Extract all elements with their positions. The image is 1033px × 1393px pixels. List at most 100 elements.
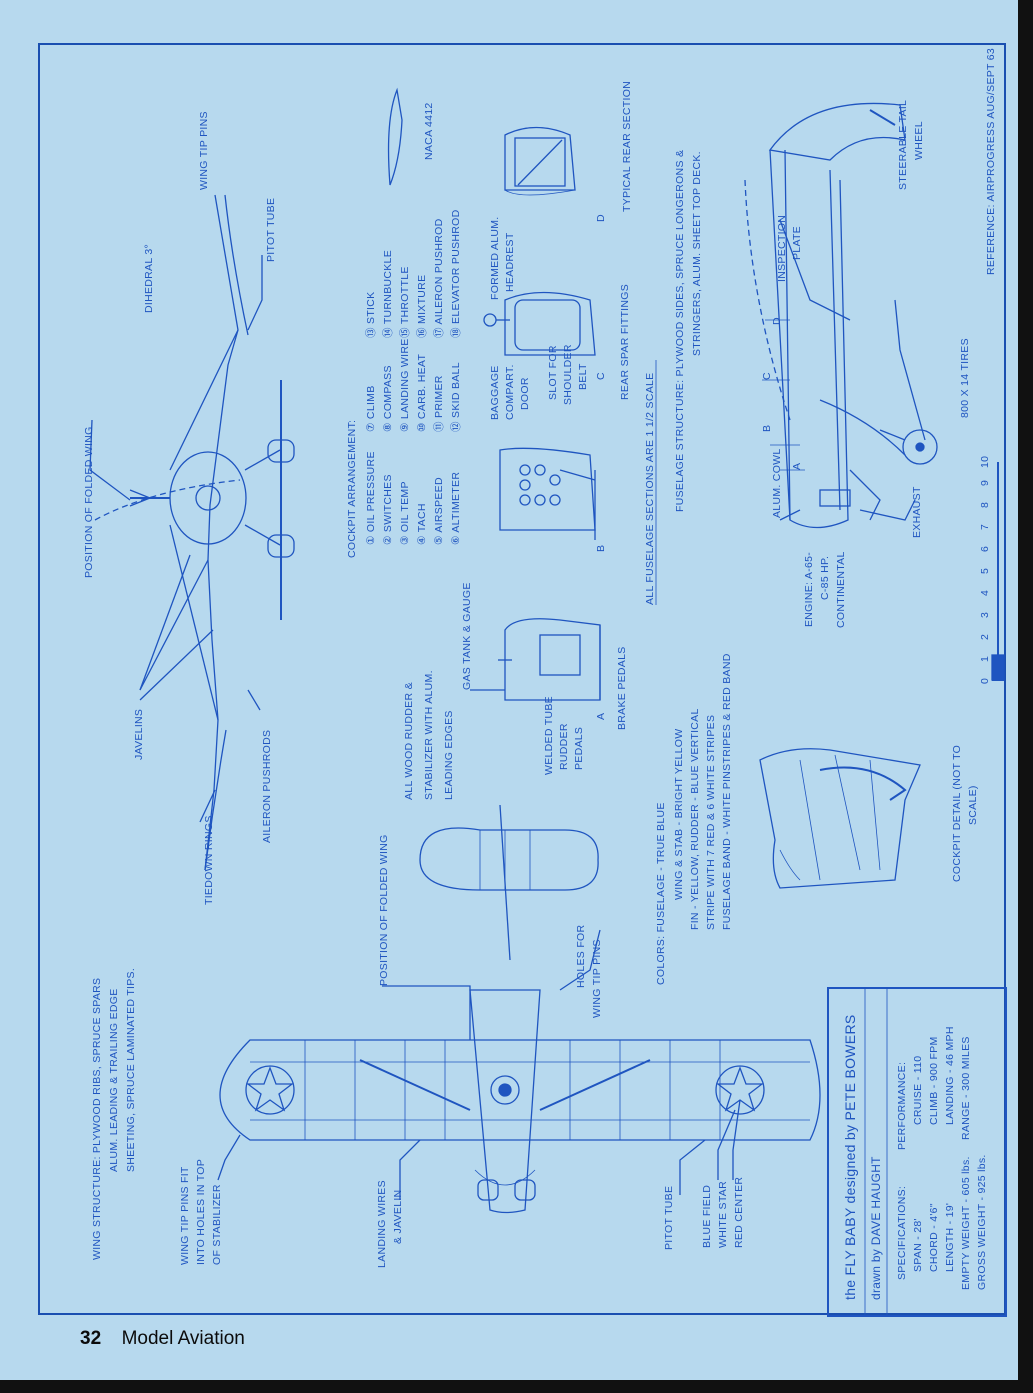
colors-note-4: STRIPE WITH 7 RED & 6 WHITE STRIPES [705,715,717,930]
slot-label-3: BELT [577,363,589,390]
scale-tick: 5 [979,568,991,574]
scale-tick: 10 [979,456,991,468]
section-d-letter: D [595,214,607,222]
landing-wires-label-1: LANDING WIRES [376,1180,388,1268]
section-a-drawing [470,618,601,701]
cockpit-item: ⑱ ELEVATOR PUSHROD [450,209,462,338]
cockpit-item: ⑩ CARB. HEAT [416,354,428,432]
cockpit-item: ② SWITCHES [382,474,394,545]
section-c-letter: C [595,372,607,380]
magazine-page: WING TIP PINS PITOT TUBE DIHEDRAL 3° POS… [0,0,1018,1380]
top-folded-wing-label: POSITION OF FOLDED WING [378,834,390,986]
wood-note-1: ALL WOOD RUDDER & [403,682,415,800]
scale-note: ALL FUSELAGE SECTIONS ARE 1 1/2 SCALE [644,373,656,605]
section-c-drawing [483,291,596,356]
title-line-1: the FLY BABY designed by PETE BOWERS [842,1015,858,1301]
cockpit-item: ⑪ PRIMER [433,375,445,432]
naca-label: NACA 4412 [423,102,435,160]
section-d-drawing [504,126,576,196]
front-folded-wing-label: POSITION OF FOLDED WING [83,426,95,578]
cockpit-item: ⑨ LANDING WIRE [399,338,411,432]
front-fuselage [169,451,247,545]
front-pitot-tube-label: PITOT TUBE [265,198,277,262]
inspection-label-1: INSPECTION [776,215,788,282]
cockpit-detail-label-1: COCKPIT DETAIL (NOT TO [951,745,963,882]
colors-note-2: WING & STAB - BRIGHT YELLOW [673,729,685,900]
alum-cowl-label: ALUM. COWL [771,448,783,518]
exhaust-label: EXHAUST [911,486,923,538]
sec-c-mark: C [761,372,773,380]
top-pitot-label: PITOT TUBE [663,1186,675,1250]
cockpit-item: ⑥ ALTIMETER [450,472,462,545]
slot-label-1: SLOT FOR [547,345,559,400]
typical-rear-section-label: TYPICAL REAR SECTION [621,81,633,212]
cockpit-item: ⑯ MIXTURE [416,275,428,338]
cockpit-item: ① OIL PRESSURE [365,451,377,545]
tires-label: 800 X 14 TIRES [959,338,971,418]
baggage-label-1: BAGGAGE [489,365,501,420]
top-view [217,804,821,1214]
page-number: 32 [80,1328,102,1349]
white-star-label: WHITE STAR [717,1181,729,1248]
structure-note-1: FUSELAGE STRUCTURE: PLYWOOD SIDES, SPRUC… [674,150,686,512]
tiedown-rings-label: TIEDOWN RINGS [203,815,215,905]
landing-wires-label-2: & JAVELIN [392,1190,404,1244]
pins-fit-label-1: WING TIP PINS FIT [179,1166,191,1265]
colors-note-3: FIN - YELLOW, RUDDER - BLUE VERTICAL [689,708,701,930]
front-view [89,194,295,871]
scale-tick: 6 [979,546,991,552]
javelins-label: JAVELINS [133,709,145,760]
scale-tick: 1 [979,656,991,662]
wood-note-2: STABILIZER WITH ALUM. [423,670,435,800]
title-line-2: drawn by DAVE HAUGHT [869,1156,883,1300]
cockpit-item: ④ TACH [416,503,428,545]
cockpit-legend: ① OIL PRESSURE ② SWITCHES ③ OIL TEMP ④ T… [365,209,462,545]
scale-tick: 2 [979,634,991,640]
perf-item: CRUISE - 110 [912,1056,924,1125]
cockpit-item: ⑰ AILERON PUSHROD [433,218,445,338]
pins-fit-label-3: OF STABILIZER [211,1184,223,1265]
scale-tick: 0 [979,678,991,684]
cockpit-detail-label-2: SCALE) [967,785,979,825]
spec-heading: SPECIFICATIONS: [896,1186,908,1280]
baggage-label-2: COMPART. [504,364,516,420]
formed-headrest-label: FORMED ALUM. [489,216,501,300]
steerable-tail-label-1: STEERABLE TAIL [897,100,909,190]
title-block [827,987,1007,1317]
cockpit-detail-drawing [759,748,921,889]
cockpit-item: ⑫ SKID BALL [450,362,462,432]
spec-item: GROSS WEIGHT - 925 lbs. [976,1154,988,1290]
colors-note-1: COLORS: FUSELAGE - TRUE BLUE [655,802,667,985]
scale-ticks: 0 1 2 3 4 5 6 7 8 9 10 [979,456,991,684]
spec-item: CHORD - 4'6" [928,1203,940,1272]
page-footer: 32 Model Aviation [80,1328,245,1350]
scale-tick: 9 [979,480,991,486]
side-view [744,102,938,529]
scale-tick: 3 [979,612,991,618]
engine-label-3: CONTINENTAL [835,551,847,628]
slot-label-2: SHOULDER [562,344,574,405]
colors-note-5: FUSELAGE BAND - WHITE PINSTRIPES & RED B… [721,653,733,930]
formed-headrest-label-2: HEADREST [504,232,516,292]
section-a-letter: A [595,713,607,720]
perf-item: LANDING - 46 MPH [944,1026,956,1125]
blueprint-border [38,43,1006,1315]
welded-tube-label-3: PEDALS [573,727,585,770]
scale-tick: 7 [979,524,991,530]
pins-fit-label-2: INTO HOLES IN TOP [195,1159,207,1265]
spec-item: LENGTH - 19' [944,1203,956,1272]
welded-tube-label-2: RUDDER [558,723,570,770]
spec-item: SPAN - 28' [912,1218,924,1272]
blue-field-label: BLUE FIELD [701,1185,713,1248]
cockpit-item: ⑭ TURNBUCKLE [382,250,394,338]
section-b-drawing [499,447,596,540]
naca-airfoil [387,87,403,186]
aileron-pushrods-label: AILERON PUSHRODS [261,730,273,843]
scale-tick: 4 [979,590,991,596]
scale-tick: 8 [979,502,991,508]
inspection-label-2: PLATE [791,226,803,260]
cockpit-item: ⑮ THROTTLE [399,266,411,338]
front-wing-tip-pins-label: WING TIP PINS [198,111,210,190]
red-center-label: RED CENTER [733,1177,745,1248]
brake-pedals-label: BRAKE PEDALS [616,646,628,730]
